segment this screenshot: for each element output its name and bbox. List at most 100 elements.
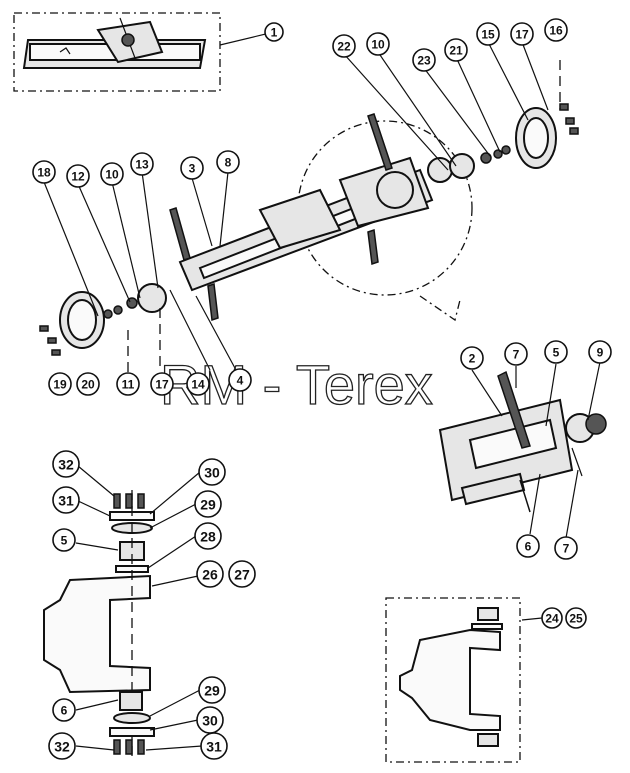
callout-number: 32 <box>58 457 74 473</box>
callout-number: 29 <box>200 497 216 513</box>
callout-26: 26 <box>196 560 224 588</box>
callout-4: 4 <box>228 368 252 392</box>
callout-circle <box>180 156 204 180</box>
callout-circle <box>48 732 76 760</box>
callout-5: 5 <box>544 340 568 364</box>
callout-31: 31 <box>52 486 80 514</box>
callout-21: 21 <box>444 38 468 62</box>
callout-number: 17 <box>155 378 169 392</box>
callout-number: 25 <box>569 612 583 626</box>
callout-circle <box>510 22 534 46</box>
callout-32: 32 <box>52 450 80 478</box>
callout-circle <box>194 522 222 550</box>
callout-6: 6 <box>52 698 76 722</box>
callout-number: 12 <box>71 170 85 184</box>
callout-circle <box>228 368 252 392</box>
callout-circle <box>588 340 612 364</box>
callout-5: 5 <box>52 528 76 552</box>
callout-29: 29 <box>198 676 226 704</box>
callout-number: 10 <box>371 38 385 52</box>
callout-number: 5 <box>61 534 68 548</box>
callout-number: 11 <box>122 378 135 392</box>
callout-circle <box>554 536 578 560</box>
callout-19: 19 <box>48 372 72 396</box>
callout-number: 5 <box>553 346 560 360</box>
callout-25: 25 <box>565 607 587 629</box>
callout-circle <box>504 342 528 366</box>
callout-number: 3 <box>189 162 196 176</box>
callout-17: 17 <box>150 372 174 396</box>
callout-number: 23 <box>417 54 431 68</box>
callout-18: 18 <box>32 160 56 184</box>
callout-circle <box>150 372 174 396</box>
callout-number: 16 <box>549 24 563 38</box>
callout-23: 23 <box>412 48 436 72</box>
callout-number: 6 <box>61 704 68 718</box>
callout-31: 31 <box>200 732 228 760</box>
callout-number: 31 <box>206 739 222 755</box>
callout-number: 22 <box>337 40 351 54</box>
callout-24: 24 <box>541 607 563 629</box>
main-axle-assembly <box>39 31 579 372</box>
callout-number: 24 <box>545 612 559 626</box>
callout-number: 20 <box>81 378 95 392</box>
callout-number: 17 <box>515 28 529 42</box>
callout-number: 32 <box>54 739 70 755</box>
callout-number: 27 <box>234 567 250 583</box>
callout-1: 1 <box>264 22 284 42</box>
callout-2: 2 <box>460 346 484 370</box>
callout-7: 7 <box>504 342 528 366</box>
callout-6: 6 <box>516 534 540 558</box>
callout-circle <box>116 372 140 396</box>
shim-inset-box <box>385 597 543 763</box>
callout-number: 15 <box>481 28 495 42</box>
callout-15: 15 <box>476 22 500 46</box>
callout-11: 11 <box>116 372 140 396</box>
callout-32: 32 <box>48 732 76 760</box>
callout-number: 4 <box>237 374 244 388</box>
callout-circle <box>48 372 72 396</box>
callout-30: 30 <box>198 458 226 486</box>
callout-number: 30 <box>202 713 218 729</box>
callout-number: 8 <box>225 156 232 170</box>
callout-number: 10 <box>105 168 119 182</box>
callout-circle <box>52 528 76 552</box>
callout-number: 2 <box>469 352 476 366</box>
callout-circle <box>186 372 210 396</box>
callout-number: 13 <box>135 158 149 172</box>
callout-17: 17 <box>510 22 534 46</box>
callout-circle <box>228 560 256 588</box>
callout-circle <box>66 164 90 188</box>
callout-7: 7 <box>554 536 578 560</box>
callout-number: 28 <box>200 529 216 545</box>
callout-number: 6 <box>525 540 532 554</box>
callout-circle <box>52 698 76 722</box>
callout-circle <box>544 18 568 42</box>
callout-10: 10 <box>100 162 124 186</box>
callout-circle <box>198 458 226 486</box>
callout-circle <box>194 490 222 518</box>
callout-circle <box>100 162 124 186</box>
callout-number: 29 <box>204 683 220 699</box>
callout-circle <box>264 22 284 42</box>
callout-8: 8 <box>216 150 240 174</box>
callout-9: 9 <box>588 340 612 364</box>
callout-number: 14 <box>191 378 205 392</box>
callout-number: 26 <box>202 567 218 583</box>
callout-number: 18 <box>37 166 51 180</box>
callout-number: 19 <box>53 378 67 392</box>
callout-number: 9 <box>597 346 604 360</box>
callout-circle <box>460 346 484 370</box>
callout-circle <box>476 22 500 46</box>
callout-circle <box>52 486 80 514</box>
callout-28: 28 <box>194 522 222 550</box>
callout-circle <box>544 340 568 364</box>
callout-circle <box>130 152 154 176</box>
callout-circle <box>541 607 563 629</box>
callout-16: 16 <box>544 18 568 42</box>
callout-number: 31 <box>58 493 74 509</box>
callout-12: 12 <box>66 164 90 188</box>
callout-number: 1 <box>271 26 278 40</box>
callout-circle <box>565 607 587 629</box>
